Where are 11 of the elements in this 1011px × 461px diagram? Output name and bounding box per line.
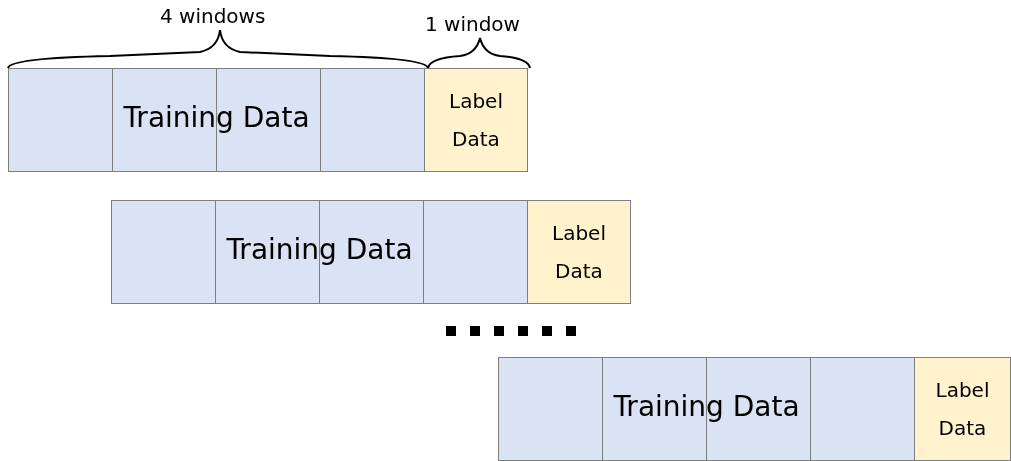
training-data-band — [8, 68, 425, 172]
label-data-cell: Label Data — [527, 200, 631, 304]
label-data-cell: Label Data — [424, 68, 528, 172]
training-data-band — [111, 200, 528, 304]
label-data-cell: Label Data — [914, 357, 1011, 461]
band-label: Training Data — [612, 390, 801, 423]
band-label: Training Data — [225, 233, 414, 266]
span-label: 1 window — [425, 12, 520, 36]
training-data-band — [498, 357, 915, 461]
span-label: 4 windows — [160, 4, 266, 28]
band-label: Training Data — [122, 101, 311, 134]
